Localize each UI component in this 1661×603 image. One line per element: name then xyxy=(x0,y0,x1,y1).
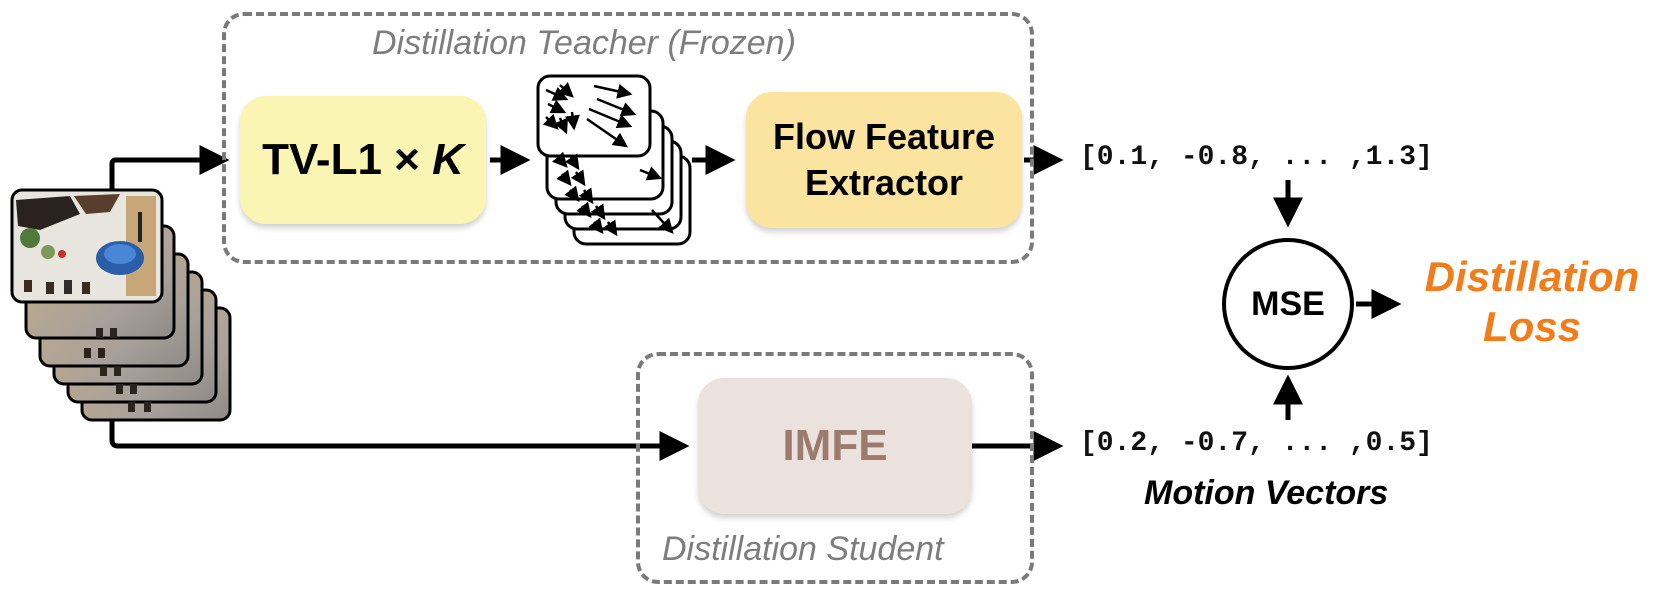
student-output-vector: [0.2, -0.7, ... ,0.5] xyxy=(1080,428,1433,459)
student-group-label: Distillation Student xyxy=(662,530,944,568)
imfe-box: IMFE xyxy=(698,378,972,514)
input-video-frames xyxy=(10,188,232,422)
loss-line1: Distillation xyxy=(1424,253,1640,300)
distillation-loss-label: Distillation Loss xyxy=(1408,252,1656,352)
mse-label: MSE xyxy=(1251,284,1325,323)
mse-node: MSE xyxy=(1222,238,1354,370)
extractor-label-line2: Extractor xyxy=(804,162,964,203)
teacher-group xyxy=(222,12,1034,264)
arrow-input-to-tvl1 xyxy=(109,145,230,190)
teacher-group-label: Distillation Teacher (Frozen) xyxy=(372,24,796,62)
tvl1-label: TV-L1 × xyxy=(262,135,420,184)
teacher-output-vector: [0.1, -0.8, ... ,1.3] xyxy=(1080,142,1433,173)
flow-feature-extractor-box: Flow Feature Extractor xyxy=(746,92,1022,228)
loss-line2: Loss xyxy=(1482,303,1582,350)
student-group xyxy=(636,352,1034,584)
extractor-label-line1: Flow Feature xyxy=(772,116,996,157)
imfe-label: IMFE xyxy=(782,421,888,470)
arrow-input-to-imfe xyxy=(109,420,690,461)
motion-vectors-label: Motion Vectors xyxy=(1144,474,1389,512)
tvl1-box: TV-L1 × K xyxy=(240,96,486,224)
tvl1-k-variable: K xyxy=(432,135,464,184)
optical-flow-stack xyxy=(536,74,692,246)
